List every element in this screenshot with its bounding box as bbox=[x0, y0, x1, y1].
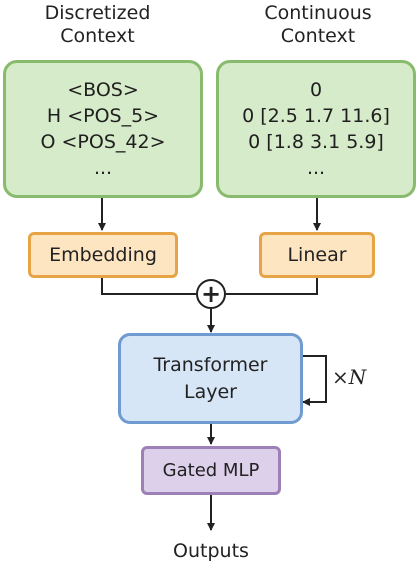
discretized-context-heading: Discretized Context bbox=[10, 2, 185, 48]
continuous-heading-line-2: Context bbox=[280, 25, 356, 47]
times-symbol: × bbox=[332, 365, 349, 389]
add-operation-icon: + bbox=[196, 279, 226, 309]
linear-block: Linear bbox=[259, 232, 375, 278]
continuous-value-line: 0 [1.8 3.1 5.9] bbox=[248, 131, 384, 153]
discretized-token-line: H <POS_5> bbox=[46, 105, 160, 127]
repeat-count-label: ×N bbox=[332, 365, 366, 389]
discretized-heading-line-2: Context bbox=[60, 25, 135, 47]
embedding-block: Embedding bbox=[28, 232, 178, 278]
gated-mlp-block: Gated MLP bbox=[141, 446, 281, 495]
discretized-heading-line-1: Discretized bbox=[44, 2, 151, 24]
discretized-token-line: O <POS_42> bbox=[40, 131, 166, 153]
continuous-value-line: 0 bbox=[309, 79, 323, 101]
line-embedding-to-plus bbox=[101, 276, 196, 295]
transformer-label-line-2: Layer bbox=[184, 380, 237, 403]
repeat-variable: N bbox=[348, 365, 367, 389]
line-linear-to-plus bbox=[226, 276, 318, 295]
continuous-heading-line-1: Continuous bbox=[264, 2, 372, 24]
continuous-value-line: 0 [2.5 1.7 11.6] bbox=[242, 105, 390, 127]
transformer-layer-block: Transformer Layer bbox=[118, 333, 303, 424]
continuous-context-box: 0 0 [2.5 1.7 11.6] 0 [1.8 3.1 5.9] ... bbox=[216, 60, 416, 198]
transformer-label-line-1: Transformer bbox=[153, 353, 268, 376]
repeat-loop-arrow bbox=[301, 355, 327, 406]
continuous-ellipsis: ... bbox=[306, 157, 326, 179]
discretized-ellipsis: ... bbox=[93, 157, 113, 179]
continuous-context-heading: Continuous Context bbox=[228, 2, 408, 48]
discretized-token-line: <BOS> bbox=[67, 79, 139, 101]
discretized-context-box: <BOS> H <POS_5> O <POS_42> ... bbox=[3, 60, 203, 198]
outputs-label: Outputs bbox=[173, 540, 249, 562]
